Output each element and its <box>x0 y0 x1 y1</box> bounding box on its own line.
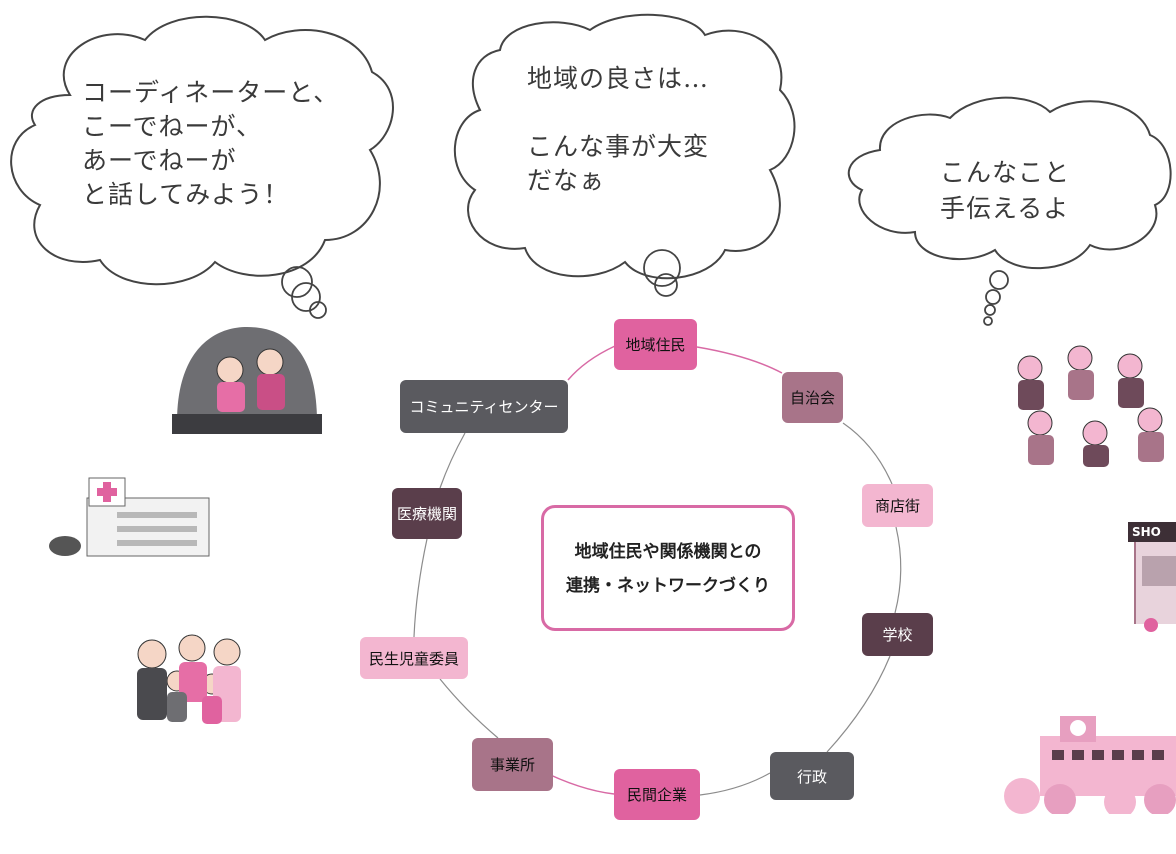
connector-council-shops <box>842 422 893 485</box>
connector-welfare-medical <box>413 538 428 638</box>
school-illustration <box>1004 716 1176 814</box>
hospital-illustration <box>49 477 210 557</box>
connector-shops-school <box>894 526 902 614</box>
node-shops: 商店街 <box>862 484 933 527</box>
center-network-box: 地域住民や関係機関との 連携・ネットワークづくり <box>541 505 795 631</box>
node-companies: 民間企業 <box>614 769 700 820</box>
cloud-right-tail-1 <box>989 270 1009 290</box>
elderly-couple-illustration <box>172 327 322 434</box>
people-meeting-illustration <box>1017 345 1164 467</box>
cloud-middle-tail-1 <box>643 249 681 287</box>
connector-offices-welfare <box>439 678 499 739</box>
connector-medical-community <box>439 432 466 489</box>
cloud-right <box>847 96 1172 270</box>
node-council: 自治会 <box>782 372 843 423</box>
bubble-coordinator-text: コーディネーターと、 こーでねーが、 あーでねーが と話してみよう！ <box>82 78 340 209</box>
cloud-middle <box>453 13 796 280</box>
node-offices: 事業所 <box>472 738 553 791</box>
cloud-right-tail-4 <box>983 316 993 326</box>
node-welfare: 民生児童委員 <box>360 637 468 679</box>
connector-community-residents <box>567 345 616 381</box>
node-government: 行政 <box>770 752 854 800</box>
cloud-left-tail-3 <box>309 301 327 319</box>
shop-illustration: SHO <box>1128 522 1176 638</box>
bubble-help-text: こんなこと 手伝えるよ <box>940 158 1071 223</box>
cloud-right-tail-3 <box>984 304 996 316</box>
cloud-left <box>10 15 394 286</box>
shop-sign: SHO <box>1128 522 1176 542</box>
cloud-left-tail-1 <box>281 266 313 298</box>
cloud-left-tail-2 <box>291 282 321 312</box>
node-school: 学校 <box>862 613 933 656</box>
connector-government-companies <box>699 772 771 796</box>
connector-school-government <box>826 655 891 753</box>
family-illustration <box>137 634 241 724</box>
connector-residents-council <box>696 346 783 374</box>
center-line-1: 地域住民や関係機関との <box>574 542 762 562</box>
bubble-community-text: 地域の良さは… こんな事が大変 だなぁ <box>527 64 710 195</box>
cloud-right-tail-2 <box>985 289 1001 305</box>
node-residents: 地域住民 <box>614 319 697 370</box>
node-community-center: コミュニティセンター <box>400 380 568 433</box>
node-medical: 医療機関 <box>392 488 462 539</box>
cloud-middle-tail-2 <box>654 273 678 297</box>
center-line-2: 連携・ネットワークづくり <box>566 576 770 596</box>
